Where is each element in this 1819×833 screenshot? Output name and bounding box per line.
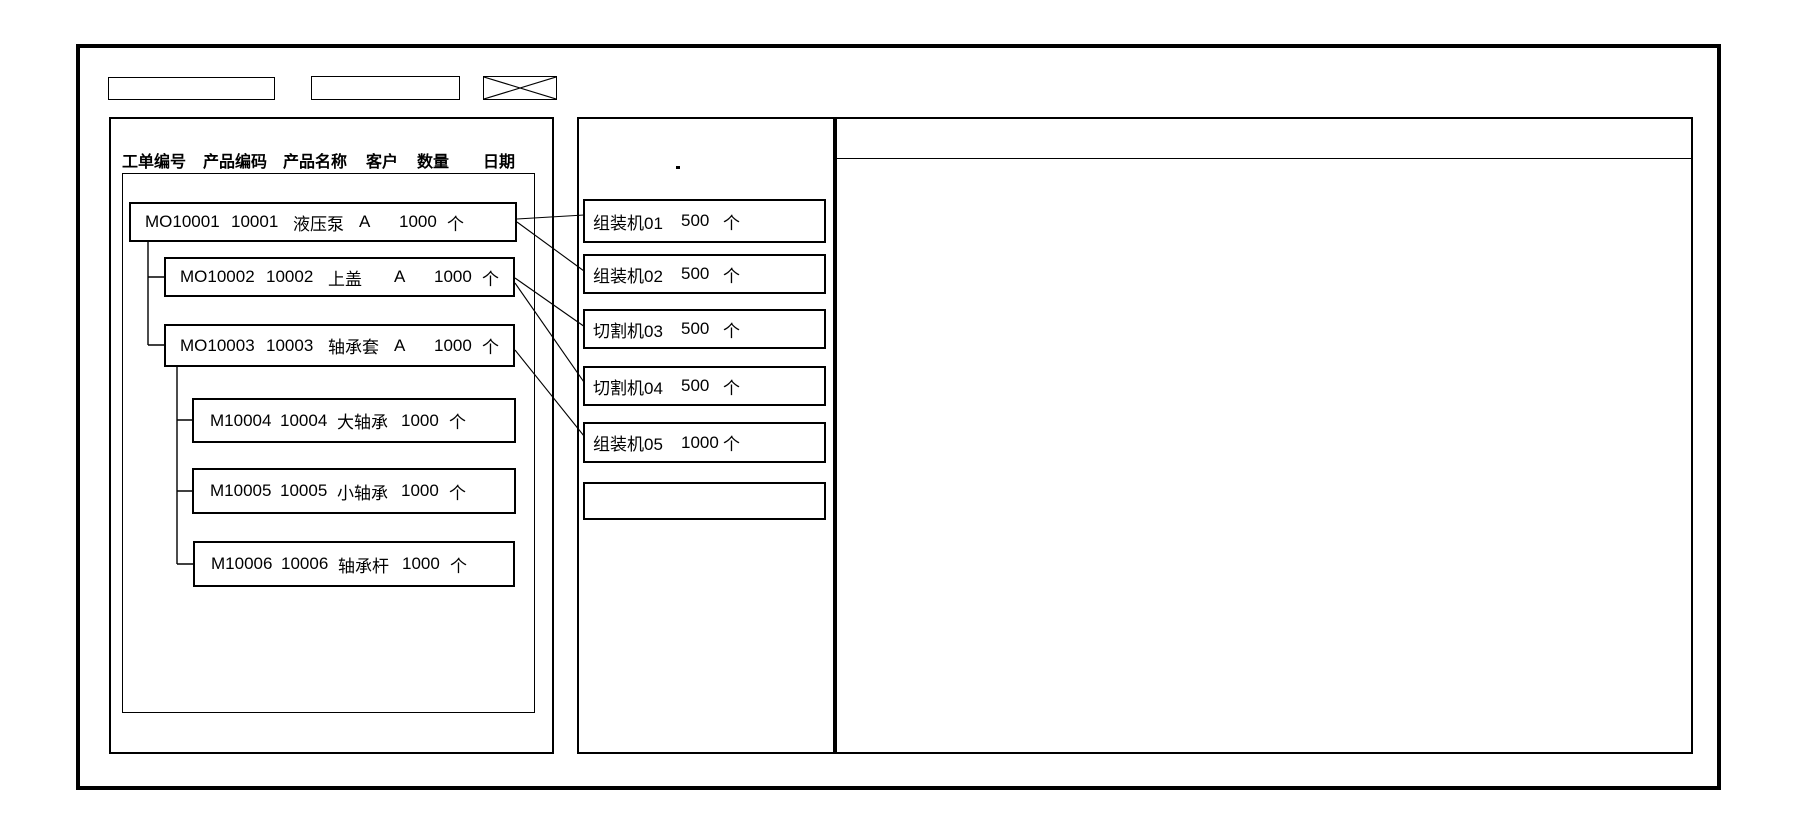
unit: 个 [450, 556, 467, 576]
order-no: M10005 [210, 481, 272, 500]
work-order-card-mo10002[interactable]: MO10002 10002 上盖 A 1000 个 [164, 257, 515, 297]
image-placeholder-icon[interactable] [483, 76, 557, 100]
quantity: 1000 [434, 335, 472, 355]
header-product-name: 产品名称 [283, 154, 348, 171]
machine-unit: 个 [723, 378, 740, 398]
machine-name: 组装机01 [593, 213, 663, 233]
product-code: 10005 [280, 481, 328, 500]
quantity: 1000 [402, 554, 440, 573]
machine-name: 切割机04 [593, 378, 663, 398]
machine-name: 切割机03 [593, 321, 663, 341]
machine-card-05[interactable]: 组装机05 1000 个 [583, 422, 826, 463]
work-order-card-m10006[interactable]: M10006 10006 轴承杆 1000 个 [193, 541, 515, 587]
product-code: 10006 [281, 554, 329, 573]
quantity: 1000 [434, 267, 472, 286]
machine-unit: 个 [723, 435, 740, 454]
machine-card-04[interactable]: 切割机04 500 个 [583, 366, 826, 406]
machine-qty: 500 [681, 264, 710, 283]
product-name: 小轴承 [337, 483, 388, 503]
toolbar-field-2[interactable] [311, 76, 460, 100]
product-code: 10002 [266, 267, 314, 286]
header-quantity: 数量 [417, 154, 450, 171]
machine-card-01[interactable]: 组装机01 500 个 [583, 199, 826, 243]
machine-qty: 500 [681, 319, 710, 338]
product-name: 上盖 [328, 269, 362, 289]
machine-unit: 个 [723, 321, 740, 341]
customer: A [394, 335, 406, 355]
work-order-tree-container [122, 173, 535, 713]
product-code: 10003 [266, 335, 314, 355]
customer: A [359, 212, 371, 231]
x-cross-icon [484, 77, 556, 99]
order-no: M10004 [210, 410, 272, 430]
order-no: MO10001 [145, 212, 220, 231]
quantity: 1000 [399, 212, 437, 231]
machine-name: 组装机05 [593, 435, 663, 454]
machine-unit: 个 [723, 266, 740, 286]
order-no: MO10002 [180, 267, 255, 286]
product-name: 轴承套 [328, 338, 379, 357]
product-name: 轴承杆 [338, 556, 389, 576]
toolbar-field-1[interactable] [108, 77, 275, 100]
machine-qty: 1000 [681, 432, 719, 452]
machine-qty: 500 [681, 211, 710, 230]
machine-unit: 个 [723, 213, 740, 233]
header-product-code: 产品编码 [203, 154, 268, 171]
product-name: 液压泵 [293, 214, 344, 234]
product-name: 大轴承 [337, 413, 388, 432]
order-no: MO10003 [180, 335, 255, 355]
work-order-card-m10004[interactable]: M10004 10004 大轴承 1000 个 [192, 398, 516, 443]
quantity: 1000 [401, 481, 439, 500]
machine-card-02[interactable]: 组装机02 500 个 [583, 254, 826, 294]
machine-card-empty-slot[interactable] [583, 482, 826, 520]
work-order-card-mo10001[interactable]: MO10001 10001 液压泵 A 1000 个 [129, 202, 517, 242]
schedule-header-divider [837, 158, 1691, 159]
unit: 个 [449, 413, 466, 432]
header-date: 日期 [483, 154, 516, 171]
schedule-panel [835, 117, 1693, 754]
order-no: M10006 [211, 554, 273, 573]
work-order-card-mo10003[interactable]: MO10003 10003 轴承套 A 1000 个 [164, 324, 515, 367]
unit: 个 [482, 338, 499, 357]
machine-name: 组装机02 [593, 266, 663, 286]
unit: 个 [482, 269, 499, 289]
product-code: 10001 [231, 212, 279, 231]
unit: 个 [447, 214, 464, 234]
header-order-no: 工单编号 [122, 154, 187, 171]
product-code: 10004 [280, 410, 328, 430]
unit: 个 [449, 483, 466, 503]
customer: A [394, 267, 406, 286]
header-customer: 客户 [366, 154, 399, 171]
stray-dot [676, 166, 680, 169]
machine-card-03[interactable]: 切割机03 500 个 [583, 309, 826, 349]
machine-qty: 500 [681, 376, 710, 395]
work-order-card-m10005[interactable]: M10005 10005 小轴承 1000 个 [192, 468, 516, 514]
quantity: 1000 [401, 410, 439, 430]
